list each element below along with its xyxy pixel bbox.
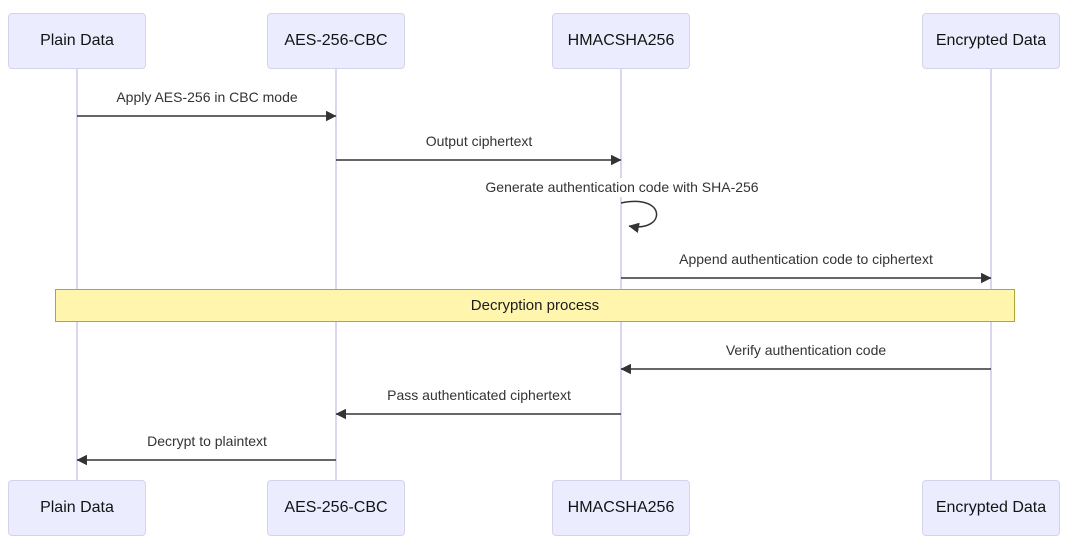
participant-encrypted-data-bottom: Encrypted Data xyxy=(922,480,1060,536)
participant-hmacsha256-top: HMACSHA256 xyxy=(552,13,690,69)
participant-hmacsha256-bottom: HMACSHA256 xyxy=(552,480,690,536)
participant-plain-data-top: Plain Data xyxy=(8,13,146,69)
participant-aes-256-cbc-top: AES-256-CBC xyxy=(267,13,405,69)
decryption-process-band-label: Decryption process xyxy=(470,297,600,314)
participant-plain-data-bottom: Plain Data xyxy=(8,480,146,536)
message-label-output-ciphertext: Output ciphertext xyxy=(422,132,536,151)
message-label-append-auth-code: Append authentication code to ciphertext xyxy=(676,250,936,269)
self-loop-arrow-generate-auth-code xyxy=(620,200,658,233)
message-label-verify-auth-code: Verify authentication code xyxy=(722,341,890,360)
message-label-pass-ciphertext: Pass authenticated ciphertext xyxy=(384,386,574,405)
message-label-generate-auth-code: Generate authentication code with SHA-25… xyxy=(482,178,762,197)
participant-aes-256-cbc-bottom: AES-256-CBC xyxy=(267,480,405,536)
participant-encrypted-data-top: Encrypted Data xyxy=(922,13,1060,69)
message-label-apply-aes: Apply AES-256 in CBC mode xyxy=(113,88,301,107)
message-label-decrypt-plaintext: Decrypt to plaintext xyxy=(144,432,270,451)
decryption-process-band: Decryption process xyxy=(55,289,1015,322)
